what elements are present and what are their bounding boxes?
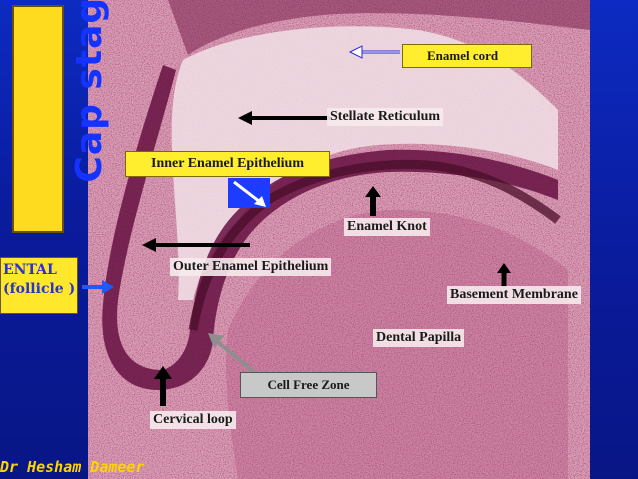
stellate-reticulum-label: Stellate Reticulum bbox=[327, 108, 444, 126]
enamel-epithelium-band bbox=[102, 65, 558, 390]
inner-enamel-epithelium-label: Inner Enamel Epithelium bbox=[125, 151, 330, 177]
dental-follicle-line2: (follicle ) bbox=[3, 281, 76, 297]
enamel-cord-label: Enamel cord bbox=[402, 44, 532, 68]
dental-follicle-label: ENTAL (follicle ) bbox=[0, 257, 78, 314]
basement-membrane-arrow bbox=[497, 263, 511, 287]
outer-enamel-epithelium-arrow bbox=[142, 238, 250, 252]
enamel-knot-arrow bbox=[365, 186, 381, 216]
inner-enamel-epithelium-arrow bbox=[233, 180, 266, 207]
stellate-reticulum-region bbox=[171, 26, 558, 300]
enamel-knot-label: Enamel Knot bbox=[344, 218, 430, 236]
top-tissue-edge bbox=[168, 0, 590, 55]
dental-follicle-line1: ENTAL bbox=[3, 262, 57, 278]
micrograph bbox=[88, 0, 590, 479]
basement-membrane-label: Basement Membrane bbox=[447, 286, 581, 304]
stage-title-box: Cap stage bbox=[12, 0, 110, 233]
cervical-loop-arrow bbox=[154, 366, 172, 406]
dental-papilla-label: Dental Papilla bbox=[373, 329, 465, 347]
stellate-reticulum-arrow bbox=[238, 111, 330, 125]
author-signature: Dr Hesham Dameer bbox=[0, 458, 145, 476]
outer-enamel-epithelium-label: Outer Enamel Epithelium bbox=[170, 258, 332, 276]
stage-title: Cap stage bbox=[69, 0, 110, 183]
inner-enamel-epithelium-line bbox=[188, 159, 561, 331]
cell-free-zone-label: Cell Free Zone bbox=[240, 372, 377, 398]
inner-enamel-pointer-box bbox=[228, 178, 270, 208]
enamel-cord-arrow bbox=[348, 45, 400, 59]
cervical-loop-label: Cervical loop bbox=[150, 411, 236, 429]
follicle-arrow bbox=[82, 280, 114, 294]
right-background-band bbox=[590, 0, 638, 479]
